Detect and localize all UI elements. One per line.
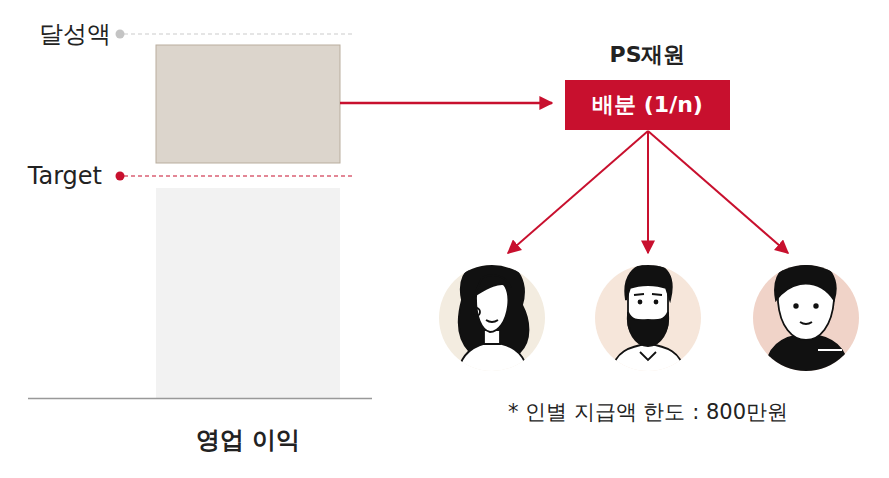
- person-icon: [753, 260, 859, 372]
- target-line: [124, 175, 352, 176]
- flow-arrow: [648, 131, 788, 253]
- excess-bar: [156, 45, 340, 163]
- achieved-label: 달성액: [39, 20, 111, 49]
- node-label: 배분 (1/n): [592, 90, 703, 120]
- axis-label: 영업 이익: [196, 426, 300, 455]
- achieved-dot: [116, 30, 125, 39]
- footnote: * 인별 지급액 한도 : 800만원: [508, 400, 788, 425]
- flow-arrow: [508, 131, 648, 253]
- flow-arrow: [340, 102, 552, 105]
- baseline: [28, 398, 372, 400]
- achieved-line: [124, 33, 352, 34]
- person-icon: [595, 264, 701, 372]
- person-icon: [439, 261, 545, 372]
- flow-arrow: [647, 131, 649, 253]
- base-bar: [156, 188, 340, 398]
- target-label: Target: [28, 162, 102, 191]
- distribution-box: PS재원배분 (1/n): [565, 80, 730, 130]
- target-dot: [116, 172, 125, 181]
- node-heading: PS재원: [565, 40, 730, 70]
